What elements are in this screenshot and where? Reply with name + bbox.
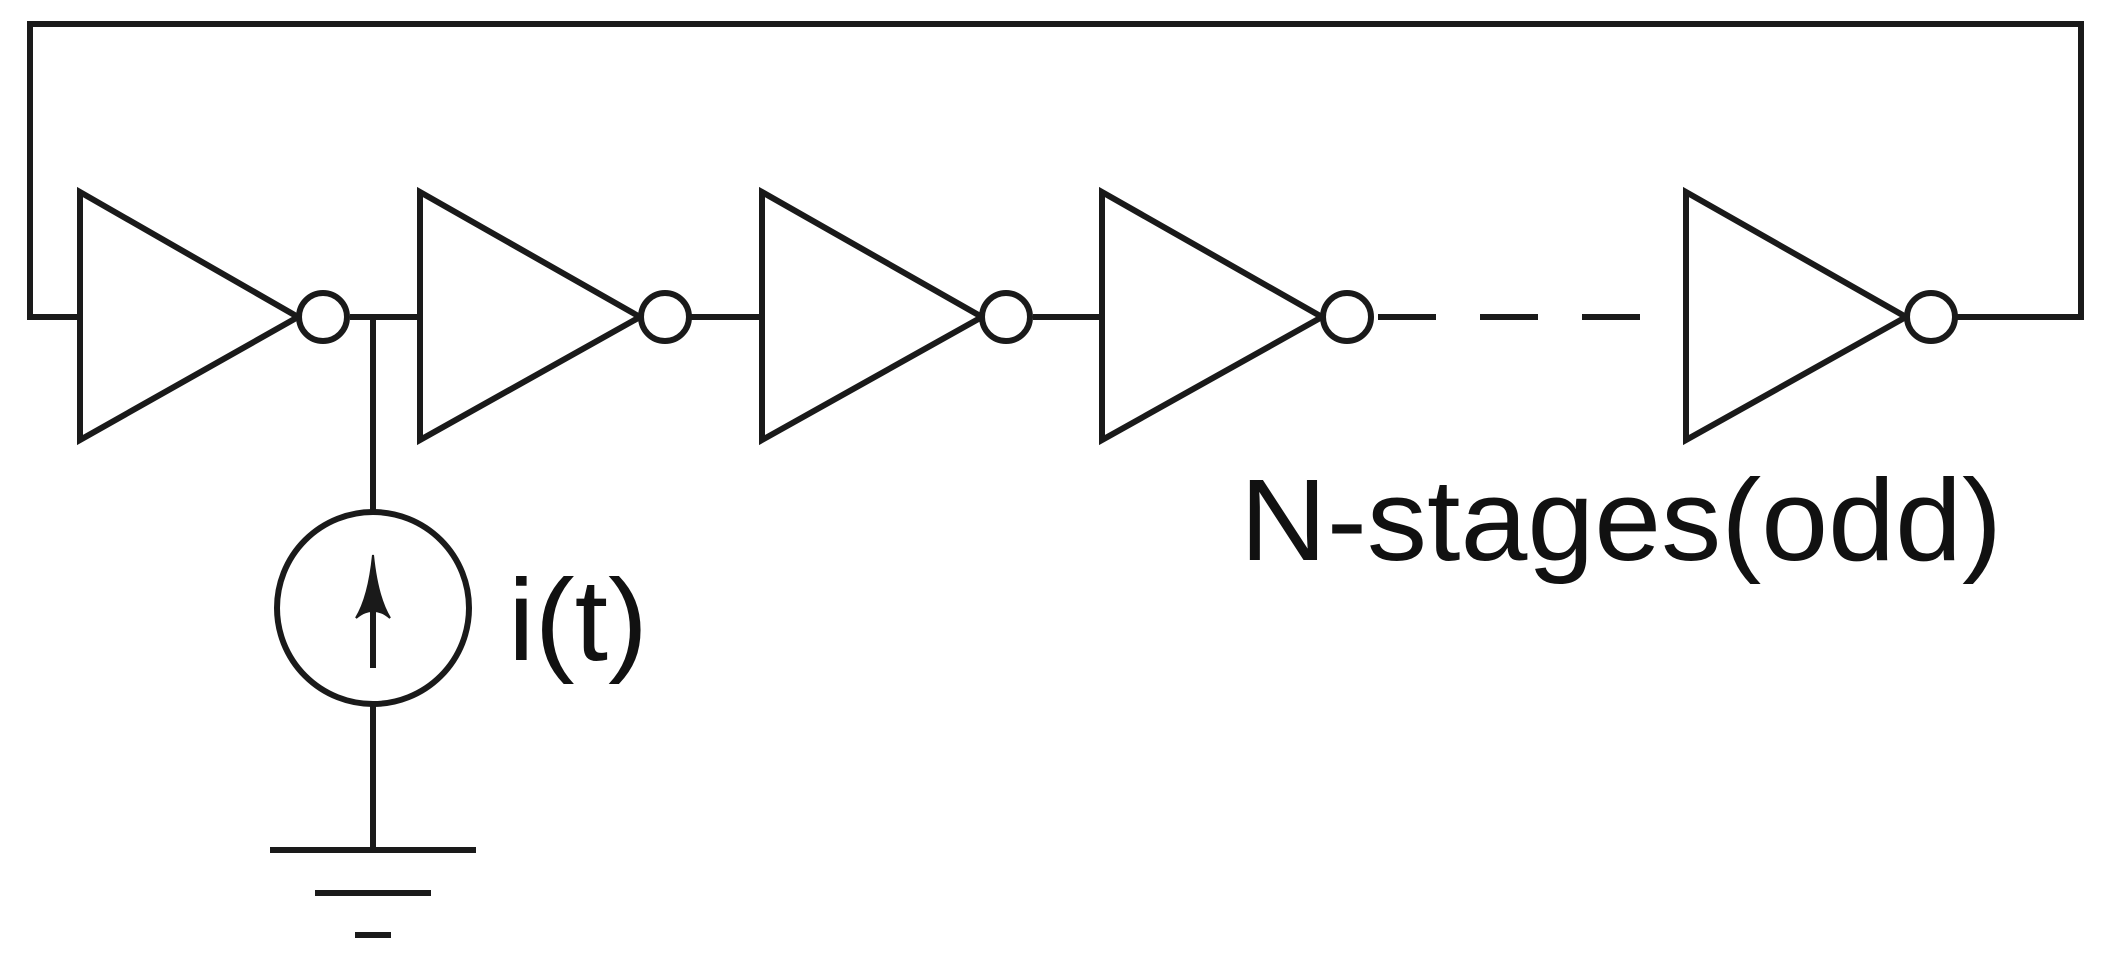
inverter-stage-4	[1099, 186, 1374, 446]
inverter-triangle	[77, 186, 305, 446]
arrow-up-icon	[355, 554, 391, 619]
inverter-triangle	[1683, 186, 1913, 446]
ground-icon	[270, 847, 476, 938]
inverter-triangle	[1099, 186, 1329, 446]
inverter-triangle	[759, 186, 989, 446]
source-label: i(t)	[508, 555, 648, 685]
inverter-stage-n	[1683, 186, 1958, 446]
feedback-wire	[27, 21, 2084, 320]
stage-count-label: N-stages(odd)	[1240, 455, 2002, 585]
inverter-stage-3	[759, 186, 1033, 446]
inverter-bubble	[979, 290, 1033, 344]
inverter-triangle	[417, 186, 647, 446]
inverter-bubble	[296, 290, 350, 344]
inverter-stage-1	[77, 186, 350, 446]
inverter-stage-2	[417, 186, 692, 446]
inverter-bubble	[1320, 290, 1374, 344]
inverter-bubble	[638, 290, 692, 344]
current-source-branch	[274, 314, 472, 853]
inverter-bubble	[1904, 290, 1958, 344]
